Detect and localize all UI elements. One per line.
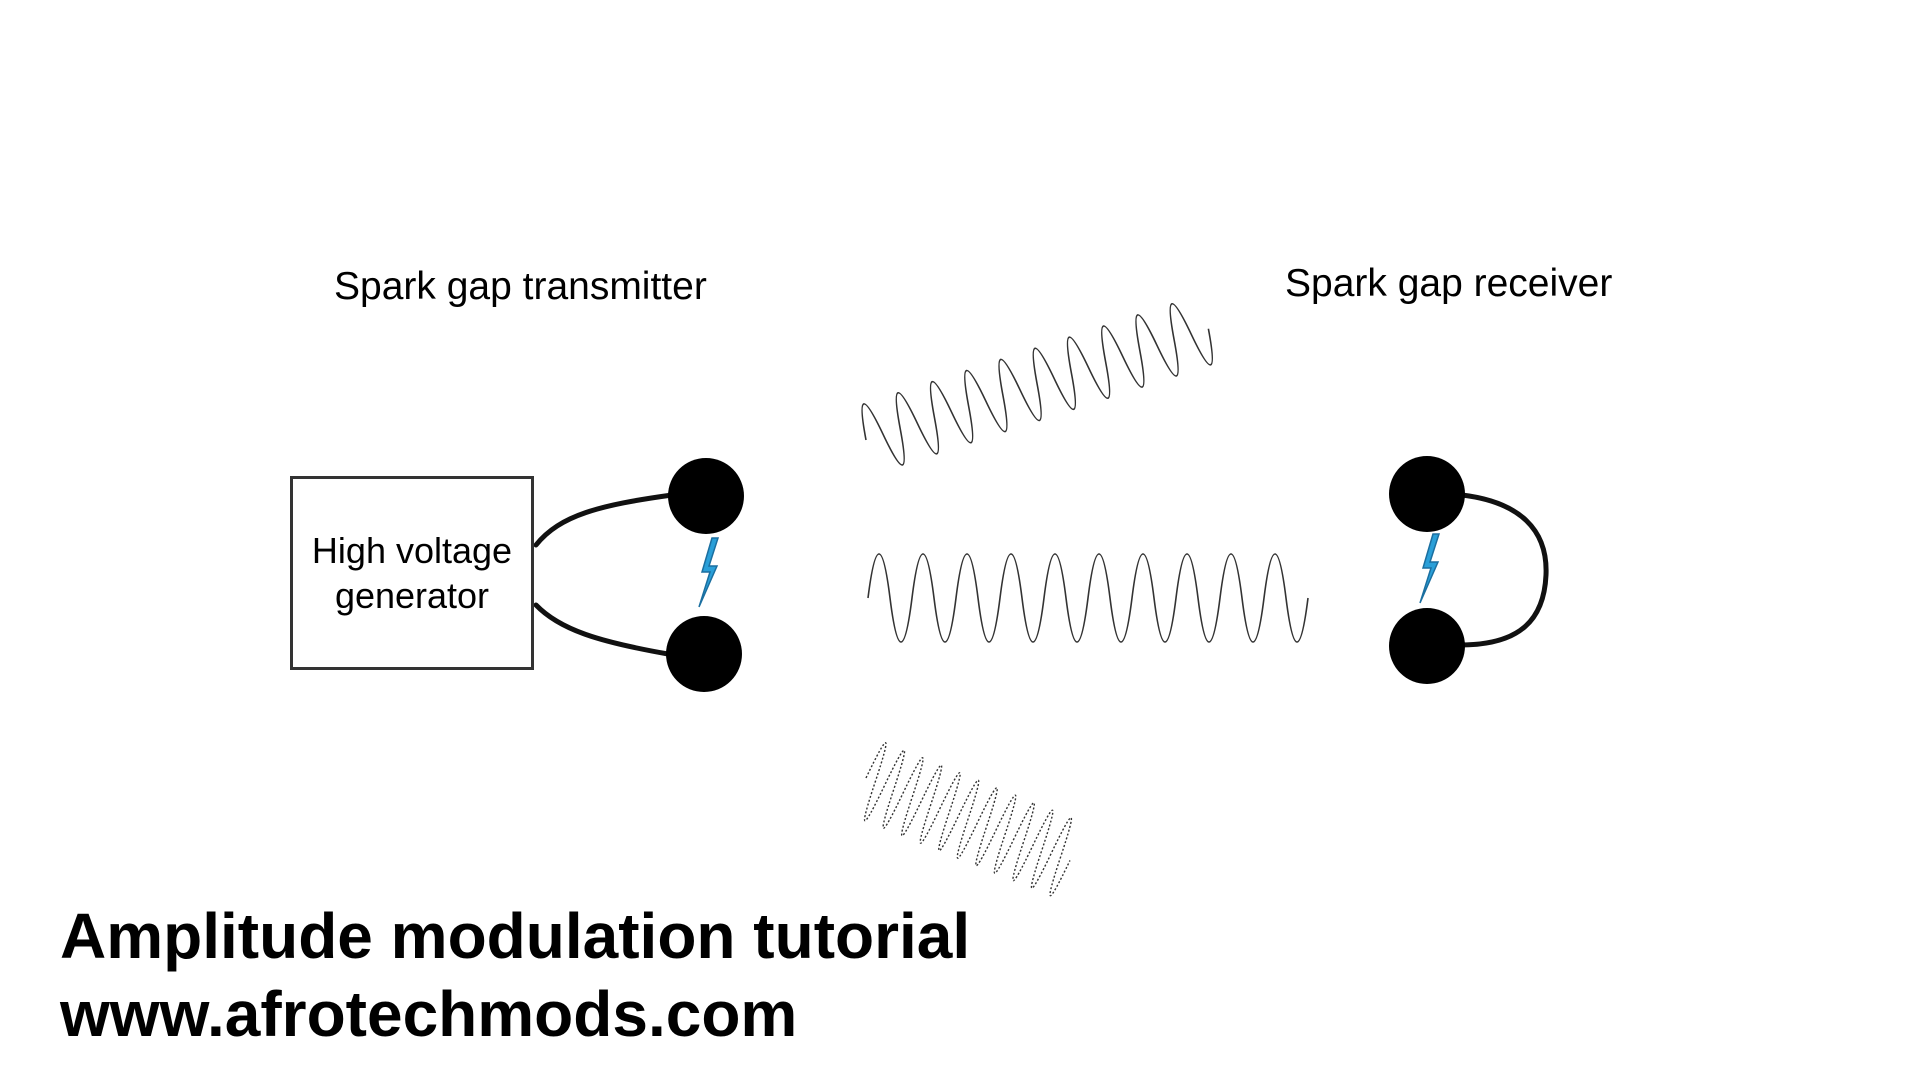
receiver-title: Spark gap receiver: [1285, 262, 1613, 305]
generator-label: High voltage generator: [311, 530, 513, 616]
footer-title: Amplitude modulation tutorial: [60, 900, 971, 972]
transmitter-electrode-bottom: [666, 616, 742, 692]
receiver-electrode-bottom: [1389, 608, 1465, 684]
receiver-wire: [1457, 492, 1549, 648]
receiver-electrode-top: [1389, 456, 1465, 532]
radio-wave: [861, 303, 1214, 466]
transmitter-spark-icon: [698, 537, 720, 608]
transmitter-wire-top: [533, 492, 675, 548]
transmitter-wire-bottom: [533, 602, 671, 657]
transmitter-title: Spark gap transmitter: [334, 265, 707, 308]
receiver-spark-icon: [1419, 533, 1441, 604]
footer: Amplitude modulation tutorial www.afrote…: [60, 897, 970, 1053]
transmitter-electrode-top: [668, 458, 744, 534]
footer-url: www.afrotechmods.com: [60, 978, 798, 1050]
radio-wave: [863, 742, 1073, 897]
radio-wave: [867, 553, 1309, 643]
high-voltage-generator-box: High voltage generator: [290, 476, 534, 670]
